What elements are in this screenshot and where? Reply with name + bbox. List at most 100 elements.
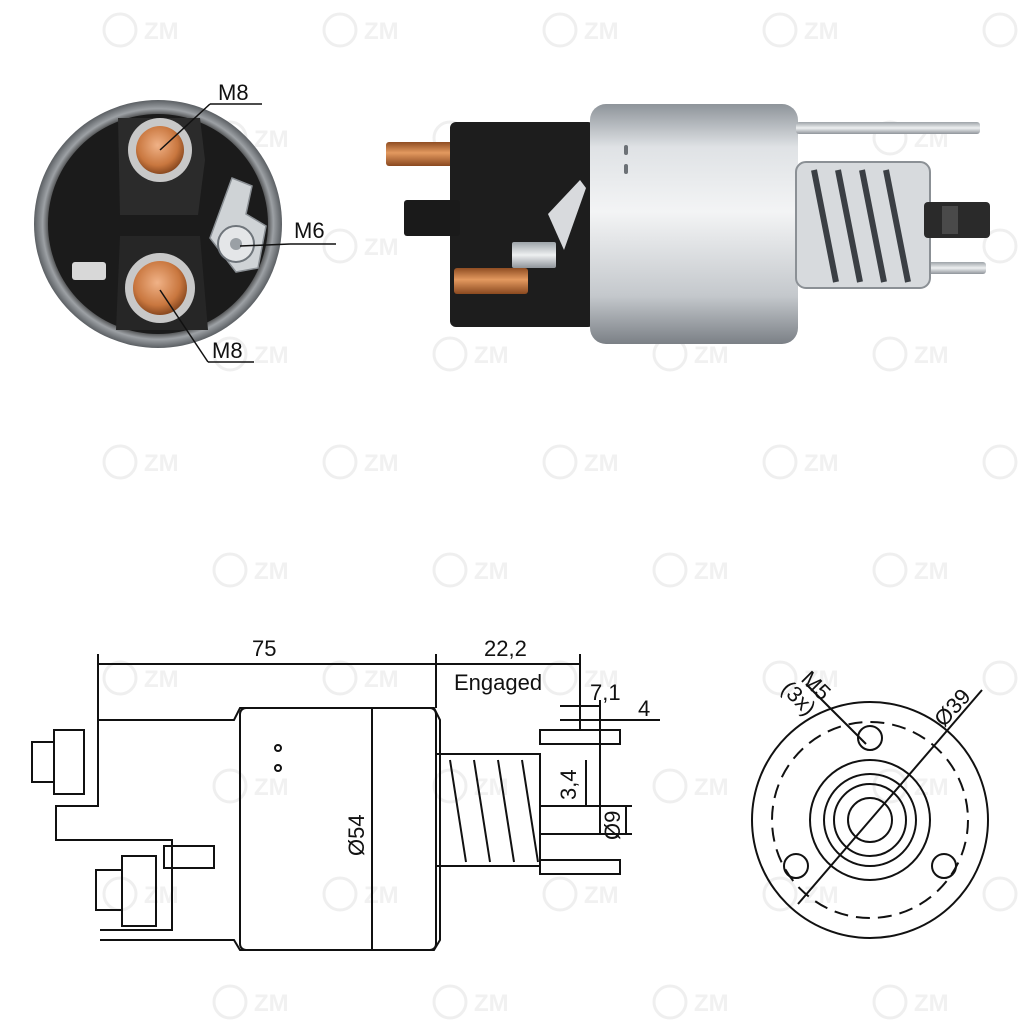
watermark-text: ZM — [804, 18, 839, 45]
watermark-logo: ZM — [872, 552, 949, 588]
watermark-ring — [212, 336, 248, 372]
watermark-ring — [982, 444, 1018, 480]
end-outer-circle — [751, 701, 989, 939]
watermark-ring — [982, 660, 1018, 696]
watermark-ring — [322, 228, 358, 264]
outline-bolt-top — [539, 729, 621, 745]
watermark-ring — [542, 876, 578, 912]
watermark-logo: ZM — [432, 336, 509, 372]
dim-label-engaged: Engaged — [454, 670, 542, 695]
watermark-text: ZM — [694, 342, 729, 369]
watermark-ring — [212, 552, 248, 588]
watermark-ring — [432, 768, 468, 804]
end-bolt-circle — [771, 721, 969, 919]
dim-label-39: Ø39 — [929, 684, 975, 732]
watermark-text: ZM — [584, 450, 619, 477]
spade-terminal-side — [548, 180, 586, 250]
watermark-logo: ZM — [762, 876, 839, 912]
watermark-logo: ZM — [872, 984, 949, 1020]
watermark-text: ZM — [254, 126, 289, 153]
terminal-stud-m6 — [230, 238, 242, 250]
dim-label-34: 3,4 — [556, 769, 581, 800]
watermark-text: ZM — [694, 558, 729, 585]
outline-bolt-bottom — [539, 859, 621, 875]
watermark-ring — [102, 660, 138, 696]
watermark-text: ZM — [364, 18, 399, 45]
watermark-text: ZM — [914, 990, 949, 1017]
leader-m5 — [805, 683, 867, 745]
watermark-logo: ZM — [322, 228, 399, 264]
watermark-logo: ZM — [322, 444, 399, 480]
rim-tab — [72, 262, 106, 280]
watermark-ring — [872, 768, 908, 804]
watermark-text: ZM — [474, 990, 509, 1017]
outline-vent-1 — [274, 744, 282, 752]
watermark-ring — [432, 552, 468, 588]
drawing-end-view — [751, 683, 989, 939]
watermark-ring — [762, 660, 798, 696]
label-m8-bottom: M8 — [212, 338, 243, 363]
dim-label-9: Ø9 — [600, 811, 625, 840]
watermark-ring — [762, 12, 798, 48]
plunger-slot — [942, 206, 958, 234]
watermark-ring — [322, 660, 358, 696]
watermark-logo: ZM — [872, 768, 949, 804]
watermark-text: ZM — [694, 774, 729, 801]
watermark-text: ZM — [694, 990, 729, 1017]
watermark-ring — [872, 552, 908, 588]
watermark-text: ZM — [254, 774, 289, 801]
dim-label-75: 75 — [252, 636, 276, 661]
watermark-ring — [872, 984, 908, 1020]
watermark-logo: ZM — [102, 12, 179, 48]
outline-cap — [55, 720, 173, 931]
dim-label-222: 22,2 — [484, 636, 527, 661]
dim-label-71: 7,1 — [590, 680, 621, 705]
watermark-text: ZM — [914, 774, 949, 801]
watermark-text: ZM — [254, 558, 289, 585]
watermark-logo: ZM — [432, 984, 509, 1020]
outline-housing — [239, 707, 437, 951]
end-bolt-hole-right — [931, 853, 957, 879]
drawing-side-view — [31, 654, 660, 951]
mount-bolt-top — [796, 122, 980, 134]
watermark-text: ZM — [584, 882, 619, 909]
outline-body — [98, 707, 441, 951]
watermark-logo: ZM — [102, 660, 179, 696]
watermark-ring — [102, 12, 138, 48]
watermark-logo: ZM — [212, 984, 289, 1020]
watermark-logo: ZM — [982, 228, 1018, 264]
housing-vent-1 — [624, 145, 628, 155]
housing-vent-2 — [624, 164, 628, 174]
watermark-ring — [872, 336, 908, 372]
outline-stud-top — [31, 741, 55, 783]
watermark-logo: ZM — [542, 12, 619, 48]
watermark-logo: ZM — [982, 876, 1018, 912]
watermark-ring — [542, 660, 578, 696]
watermark-logo: ZM — [102, 444, 179, 480]
end-ring-1 — [809, 759, 931, 881]
watermark-logo: ZM — [652, 768, 729, 804]
watermark-ring — [432, 336, 468, 372]
watermark-ring — [542, 444, 578, 480]
watermark-ring — [322, 444, 358, 480]
terminal-stud-bottom — [133, 261, 187, 315]
outline-plunger — [539, 805, 601, 835]
watermark-logo: ZM — [652, 552, 729, 588]
watermark-ring — [982, 876, 1018, 912]
watermark-logo: ZM — [872, 336, 949, 372]
watermark-text: ZM — [584, 18, 619, 45]
dim-label-54: Ø54 — [344, 814, 369, 856]
watermark-text: ZM — [474, 342, 509, 369]
label-m6: M6 — [294, 218, 325, 243]
watermark-text: ZM — [474, 558, 509, 585]
watermark-text: ZM — [364, 882, 399, 909]
watermark-text: ZM — [144, 18, 179, 45]
watermark-logo: ZM — [322, 12, 399, 48]
steel-housing — [590, 104, 798, 344]
copper-stud-bottom — [454, 268, 528, 294]
watermark-logo: ZM — [762, 444, 839, 480]
outline-vent-2 — [274, 764, 282, 772]
watermark-logo: ZM — [652, 984, 729, 1020]
outline-nut-bottom — [121, 855, 157, 927]
